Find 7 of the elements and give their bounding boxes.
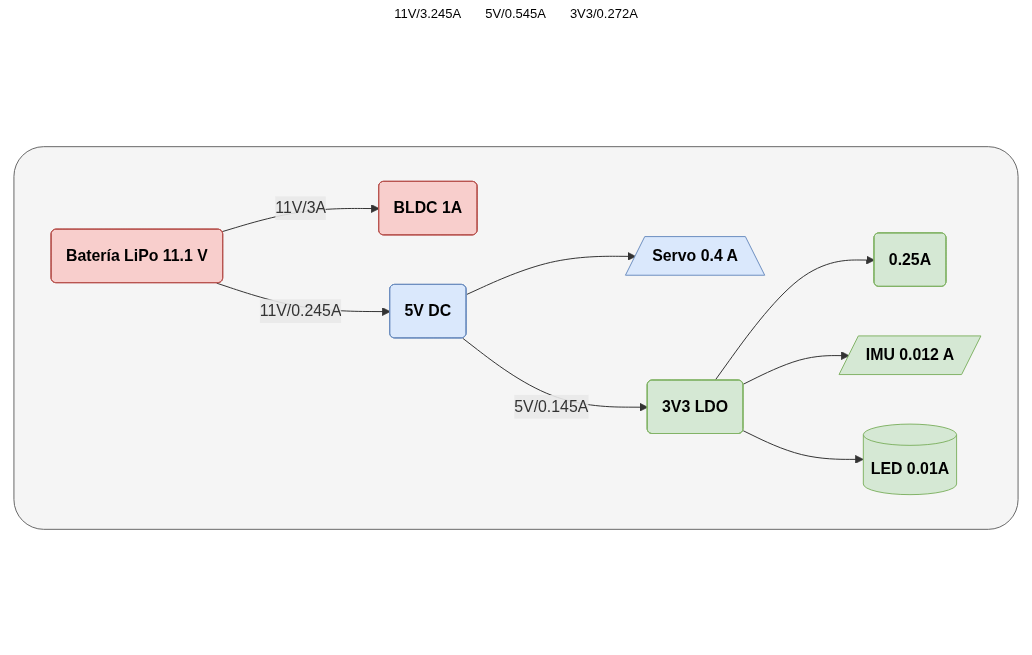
edge-label: 11V/3A: [275, 199, 327, 217]
current-label: 11V/3.245A: [394, 6, 462, 21]
cluster: [13, 146, 1019, 530]
edge-label: 5V/0.145A: [514, 397, 589, 415]
edge-label: 11V/0.245A: [259, 302, 342, 320]
current-label: 3V3/0.272A: [569, 6, 638, 21]
current-label: 5V/0.545A: [485, 6, 546, 21]
